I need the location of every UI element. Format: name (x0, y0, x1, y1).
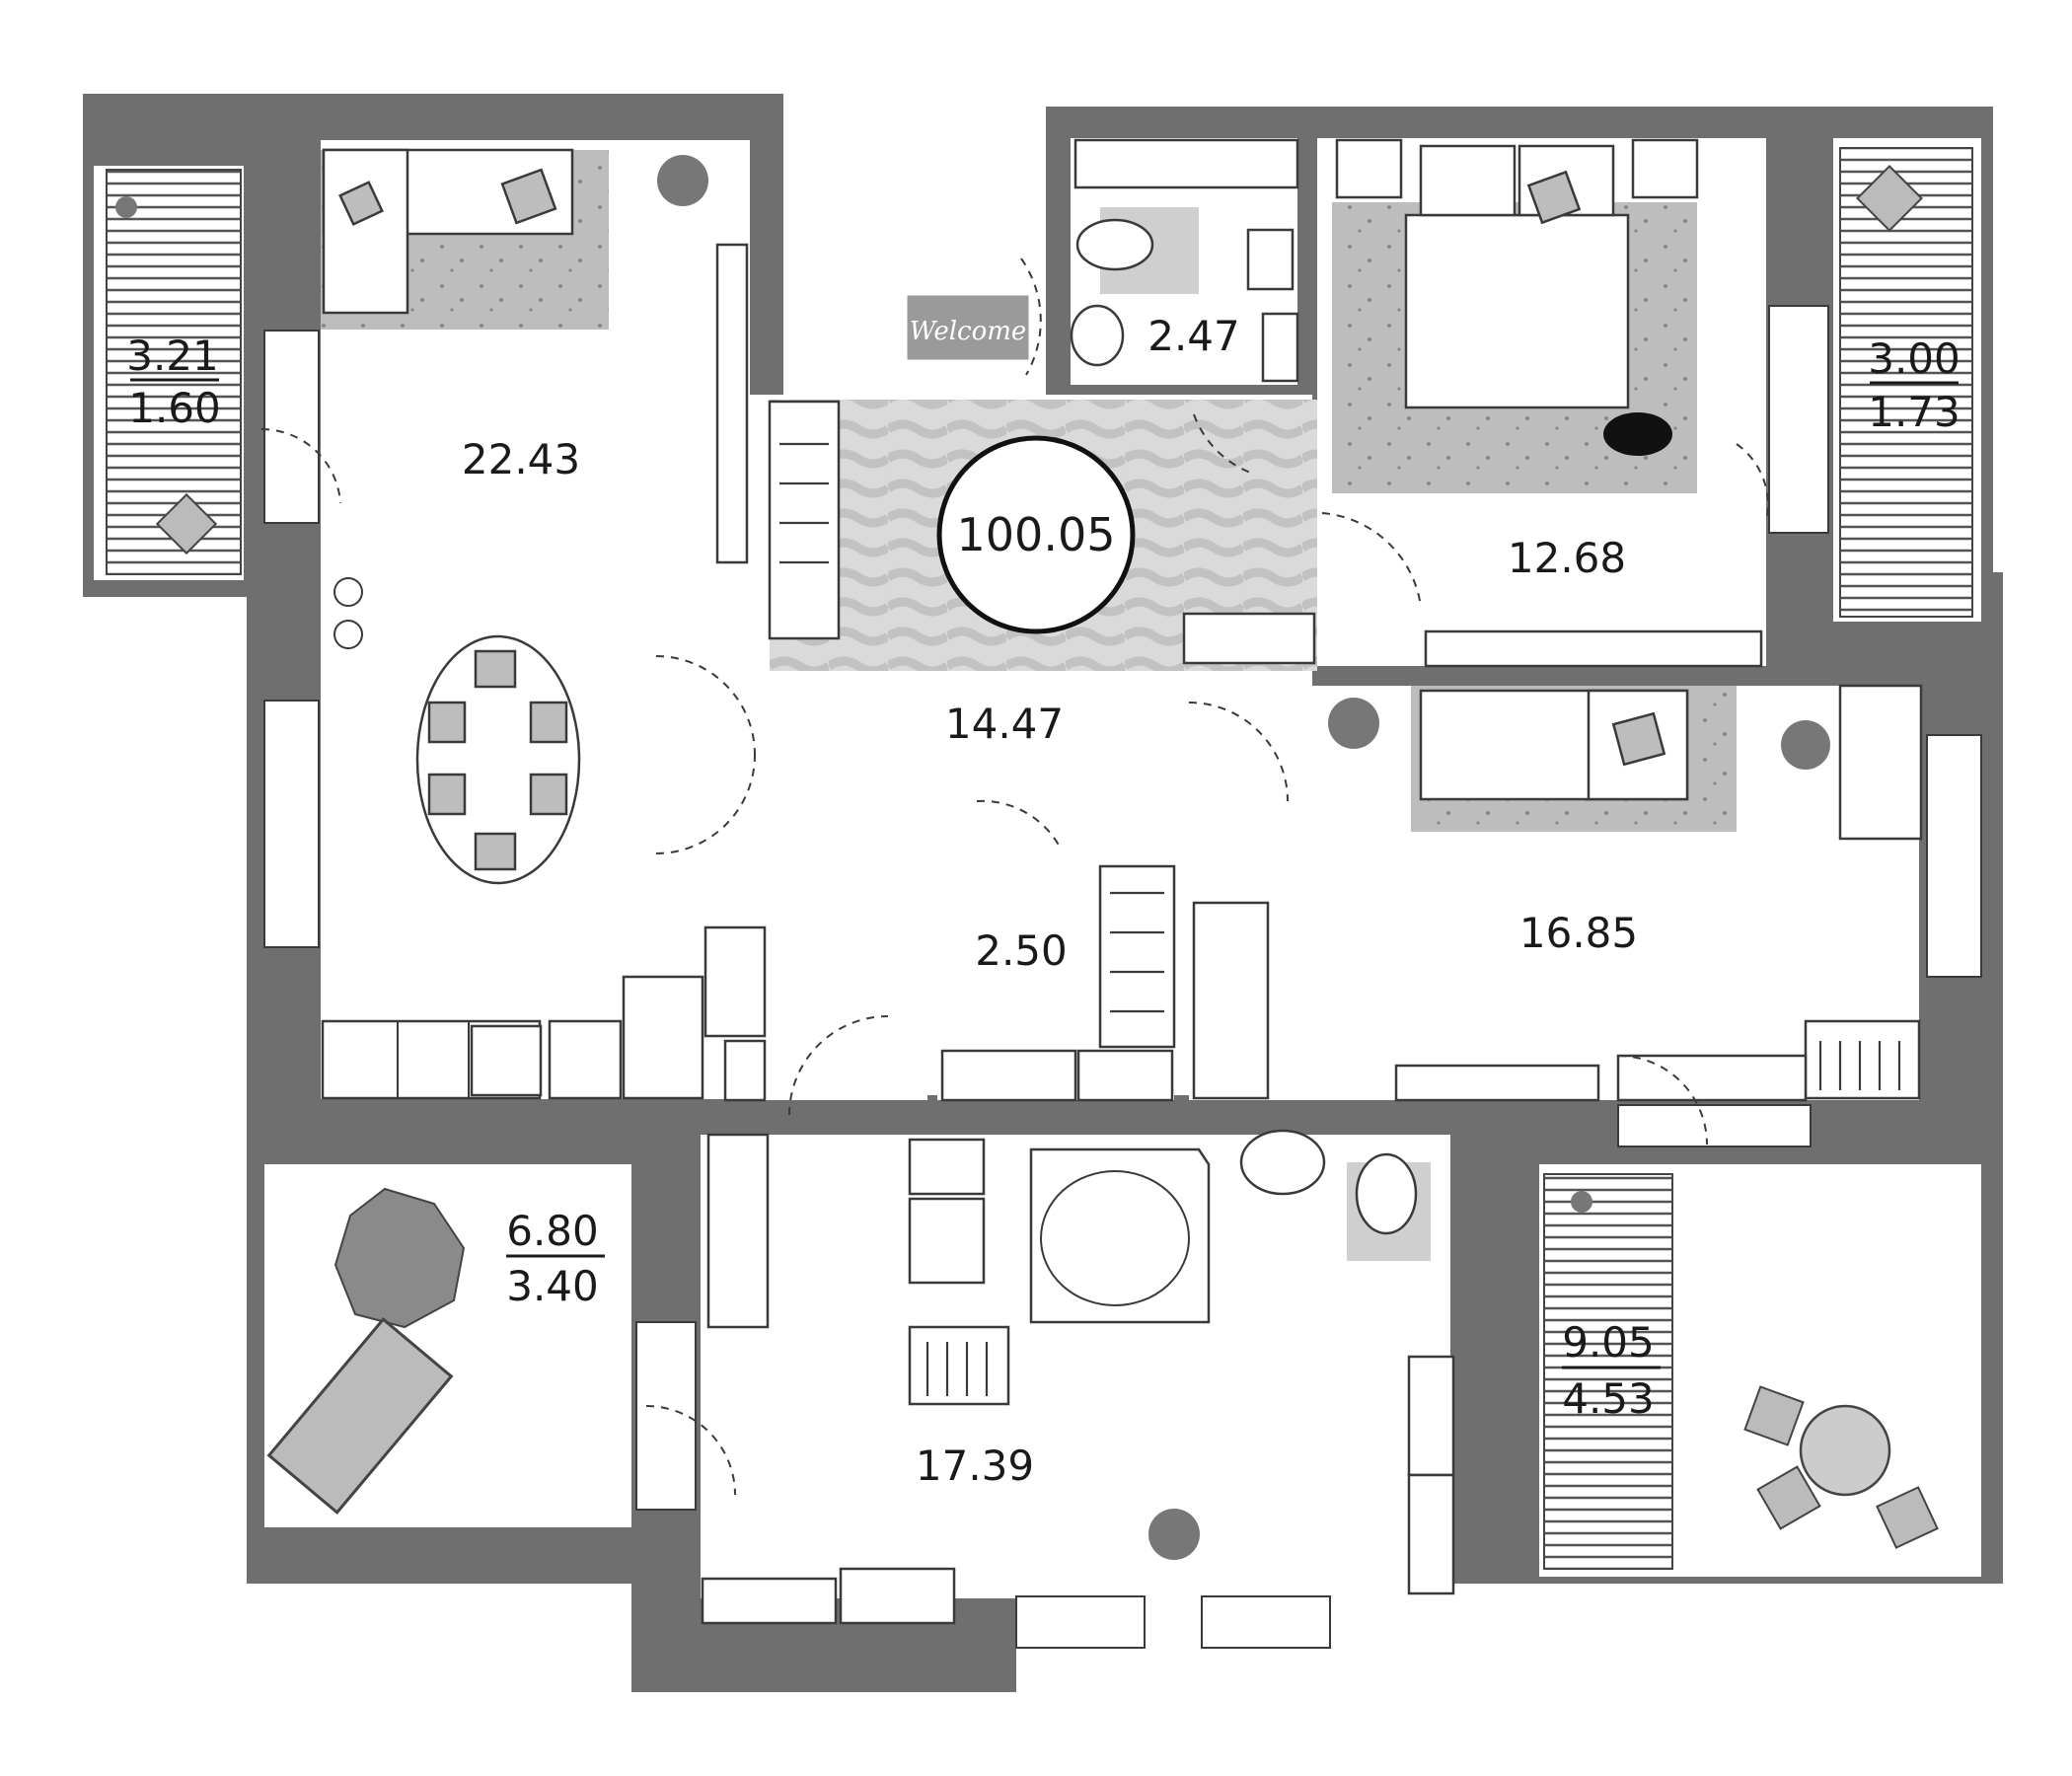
double-bed-icon (1404, 213, 1630, 409)
master-bedroom-furniture (1332, 138, 1763, 668)
plant-icon (1328, 698, 1379, 749)
chair-icon (155, 492, 218, 555)
stove-icon (470, 1024, 543, 1097)
balcony-decking (1543, 1173, 1673, 1570)
welcome-mat-label: Welcome (910, 317, 1027, 346)
total-area-badge (936, 435, 1136, 634)
plant-icon (1148, 1509, 1200, 1560)
balcony-left-top-label: 3.21 1.60 (126, 332, 221, 432)
wc-area: 2.47 (1147, 312, 1240, 360)
toilet-icon (1075, 218, 1154, 271)
bathroom-furniture (701, 1129, 1455, 1625)
balcony-left-bottom (264, 1164, 631, 1527)
balcony-area: 3.00 (1868, 334, 1961, 383)
fridge-icon (703, 925, 767, 1038)
chair-icon (1756, 1465, 1821, 1530)
second-bedroom-furniture (1394, 684, 1923, 1102)
lamp-icon (1571, 1191, 1592, 1213)
corner-bathtub-icon (1029, 1147, 1211, 1324)
area-labels: 100.05 22.43 14.47 2.47 2.50 12.68 16.85… (126, 312, 1961, 1490)
balcony-right-bottom-label: 9.05 4.53 (1562, 1318, 1661, 1423)
wardrobe-icon (768, 400, 841, 640)
welcome-mat (904, 292, 1032, 363)
living-furniture (321, 148, 749, 885)
washing-machine-icon (839, 1567, 956, 1625)
chair-icon (1781, 720, 1830, 770)
balcony-reduced-area: 1.73 (1868, 388, 1961, 436)
room-floors (321, 138, 1919, 1598)
second-bedroom-area: 16.85 (1519, 909, 1638, 957)
hall-area: 14.47 (945, 700, 1064, 748)
dining-table-icon (415, 634, 581, 885)
chair-icon (1876, 1486, 1939, 1549)
tv-stand-icon (715, 243, 749, 564)
toilet-icon (1355, 1152, 1418, 1235)
sink-icon (622, 975, 704, 1100)
storage-area: 2.50 (975, 926, 1068, 975)
bathroom-sink-icon (1239, 1129, 1326, 1196)
storage-furniture (940, 864, 1270, 1102)
plant-icon (657, 155, 708, 206)
tv-stand-icon (1394, 1064, 1600, 1102)
door-swings (260, 258, 1769, 1496)
kitchen-counter (321, 925, 767, 1102)
balcony-area: 9.05 (1562, 1318, 1655, 1367)
chair-icon (1856, 165, 1923, 232)
hall-corridor-floor (750, 1036, 927, 1100)
balcony-area: 3.21 (126, 332, 219, 380)
balcony-area: 6.80 (506, 1207, 599, 1255)
balcony-reduced-area: 4.53 (1562, 1374, 1655, 1423)
lamp-icon (115, 196, 137, 218)
master-bedroom-area: 12.68 (1508, 534, 1626, 582)
washing-machine-icon (1076, 1049, 1174, 1102)
balcony-reduced-area: 3.40 (506, 1262, 599, 1310)
cat-icon (1603, 412, 1672, 456)
umbrella-icon (333, 1187, 466, 1329)
wc-furniture (1070, 138, 1299, 383)
living-kitchen-area: 22.43 (462, 435, 580, 483)
wc-sink-icon (1070, 304, 1125, 367)
chair-icon (1743, 1385, 1805, 1446)
hall-furniture: Welcome (768, 292, 1379, 749)
desk-icon (1838, 684, 1923, 841)
balcony-reduced-area: 1.60 (128, 384, 221, 432)
bathroom-area: 17.39 (916, 1442, 1034, 1490)
total-area-value: 100.05 (957, 508, 1116, 561)
tv-stand-icon (1424, 629, 1763, 668)
windows (263, 305, 1982, 1649)
wardrobe-slats (779, 442, 829, 564)
balcony-left-top (94, 166, 244, 580)
sunbed-icon (266, 1317, 454, 1515)
balcony-right-bottom (1539, 1164, 1981, 1577)
balcony-right-top-label: 3.00 1.73 (1868, 334, 1961, 436)
balcony-left-bottom-label: 6.80 3.40 (506, 1207, 605, 1310)
round-table-icon (1799, 1404, 1891, 1497)
